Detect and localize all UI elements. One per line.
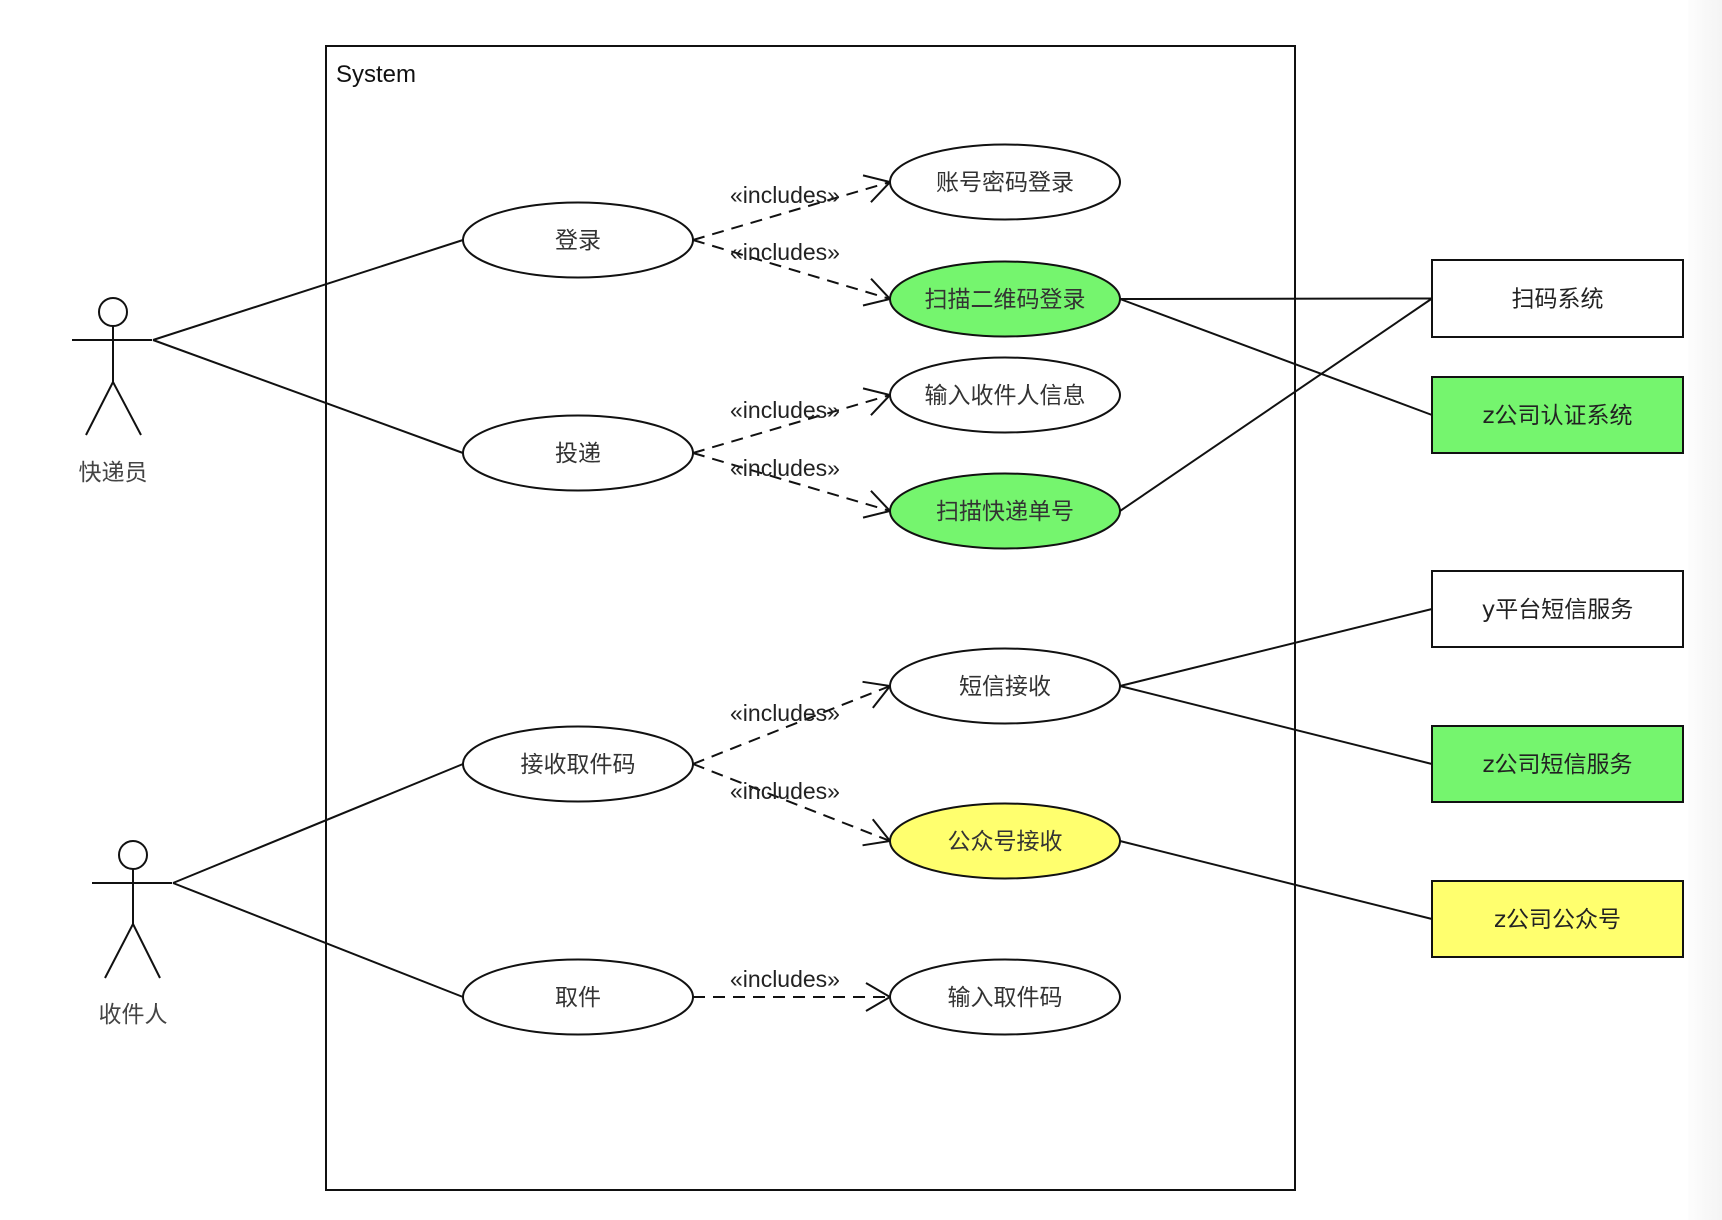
include-label: «includes» — [730, 182, 840, 208]
include-line-receive_code-sms_receive — [692, 685, 891, 765]
use-case-label: 扫描二维码登录 — [925, 287, 1086, 313]
actor-label: 快递员 — [79, 460, 148, 486]
include-label: «includes» — [730, 239, 840, 265]
use-case-ellipse — [889, 802, 1121, 880]
external-system-box — [1431, 376, 1684, 454]
association-line-wechat_receive-z_wechat — [1119, 840, 1433, 920]
use-case-label: 登录 — [555, 228, 601, 254]
include-label: «includes» — [730, 397, 840, 423]
use-case-ellipse — [889, 260, 1121, 338]
use-case-ellipse — [889, 472, 1121, 550]
system-boundary-label: System — [336, 61, 416, 88]
external-system-label: 扫码系统 — [1512, 287, 1604, 313]
use-case-label: 公众号接收 — [948, 829, 1063, 855]
association-line-sms_receive-z_sms — [1119, 685, 1433, 765]
use-case-input_recipient[interactable]: 输入收件人信息 — [889, 356, 1121, 434]
use-case-ellipse — [889, 958, 1121, 1036]
use-case-ellipse — [462, 958, 694, 1036]
external-system-label: z公司认证系统 — [1482, 403, 1632, 429]
use-case-label: 输入收件人信息 — [925, 383, 1086, 409]
use-case-label: 扫描快递单号 — [936, 499, 1074, 525]
use-case-ellipse — [462, 414, 694, 492]
include-line-deliver-input_recipient — [692, 394, 891, 454]
association-line-courier-login — [152, 239, 464, 341]
use-case-ellipse — [889, 356, 1121, 434]
use-case-ellipse — [462, 201, 694, 279]
actor-courier[interactable]: 快递员 — [72, 297, 152, 486]
association-line-qr_login-scan_system — [1119, 297, 1433, 300]
use-case-input_code[interactable]: 输入取件码 — [889, 958, 1121, 1036]
use-case-label: 取件 — [555, 985, 601, 1011]
association-line-recipient-receive_code — [172, 763, 464, 884]
use-case-deliver[interactable]: 投递 — [462, 414, 694, 492]
use-case-label: 短信接收 — [959, 674, 1051, 700]
external-system-box — [1431, 880, 1684, 958]
include-line-login-pwd_login — [692, 181, 891, 241]
actor-legs-icon — [104, 921, 161, 979]
actor-recipient[interactable]: 收件人 — [92, 840, 172, 1028]
use-case-login[interactable]: 登录 — [462, 201, 694, 279]
use-case-qr_login[interactable]: 扫描二维码登录 — [889, 260, 1121, 338]
include-line-deliver-scan_tracking — [692, 452, 891, 512]
association-line-recipient-pickup — [172, 882, 464, 998]
association-line-sms_receive-y_sms — [1119, 608, 1433, 687]
connector-layer: «includes» «includes» «includes» «includes»… — [152, 174, 1433, 1012]
external-system-y_sms[interactable]: y平台短信服务 — [1431, 570, 1684, 648]
actor-head-icon — [98, 297, 128, 327]
external-system-z_wechat[interactable]: z公司公众号 — [1431, 880, 1684, 958]
use-case-pwd_login[interactable]: 账号密码登录 — [889, 143, 1121, 221]
association-line-scan_tracking-scan_system — [1119, 297, 1433, 512]
use-case-ellipse — [889, 143, 1121, 221]
external-system-box — [1431, 570, 1684, 648]
external-system-z_sms[interactable]: z公司短信服务 — [1431, 725, 1684, 803]
use-case-label: 账号密码登录 — [936, 170, 1074, 196]
actor-legs-icon — [85, 379, 142, 436]
external-system-label: z公司公众号 — [1494, 907, 1621, 933]
use-case-label: 输入取件码 — [948, 985, 1063, 1011]
include-label: «includes» — [730, 966, 840, 992]
use-case-sms_receive[interactable]: 短信接收 — [889, 647, 1121, 725]
system-boundary — [325, 45, 1296, 1191]
actor-label: 收件人 — [99, 1002, 168, 1028]
use-case-wechat_receive[interactable]: 公众号接收 — [889, 802, 1121, 880]
use-case-pickup[interactable]: 取件 — [462, 958, 694, 1036]
association-line-qr_login-z_auth — [1119, 298, 1433, 416]
scrollbar-track — [1688, 0, 1722, 1220]
include-label: «includes» — [730, 778, 840, 804]
use-case-ellipse — [889, 647, 1121, 725]
include-line-login-qr_login — [692, 239, 891, 300]
external-system-label: y平台短信服务 — [1482, 597, 1634, 623]
actor-head-icon — [118, 840, 148, 870]
use-case-ellipse — [462, 725, 694, 803]
include-label: «includes» — [730, 700, 840, 726]
include-line-receive_code-wechat_receive — [692, 763, 891, 842]
external-system-box — [1431, 725, 1684, 803]
external-system-z_auth[interactable]: z公司认证系统 — [1431, 376, 1684, 454]
external-system-label: z公司短信服务 — [1482, 752, 1632, 778]
use-case-label: 投递 — [555, 441, 601, 467]
external-system-scan_system[interactable]: 扫码系统 — [1431, 259, 1684, 338]
include-label: «includes» — [730, 455, 840, 481]
external-system-box — [1431, 259, 1684, 338]
use-case-label: 接收取件码 — [521, 752, 636, 778]
use-case-receive_code[interactable]: 接收取件码 — [462, 725, 694, 803]
association-line-courier-deliver — [152, 339, 464, 454]
use-case-scan_tracking[interactable]: 扫描快递单号 — [889, 472, 1121, 550]
